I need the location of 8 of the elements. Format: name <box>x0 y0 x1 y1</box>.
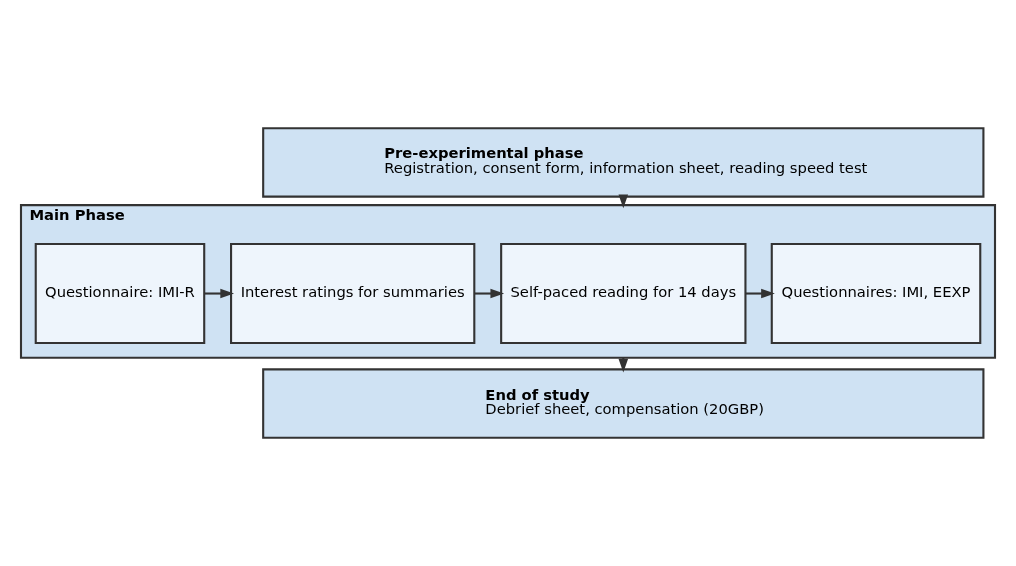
arrow <box>745 288 775 299</box>
node-box: Questionnaire: IMI-R <box>34 243 206 345</box>
arrow <box>474 288 505 299</box>
node-box: End of study Debrief sheet, compensation (20GBP) <box>262 368 985 439</box>
node-box: Interest ratings for summaries <box>230 243 476 345</box>
node-box: Self-paced reading for 14 days <box>500 243 747 345</box>
arrow <box>204 288 235 299</box>
node-box: Questionnaires: IMI, EEXP <box>770 243 982 345</box>
